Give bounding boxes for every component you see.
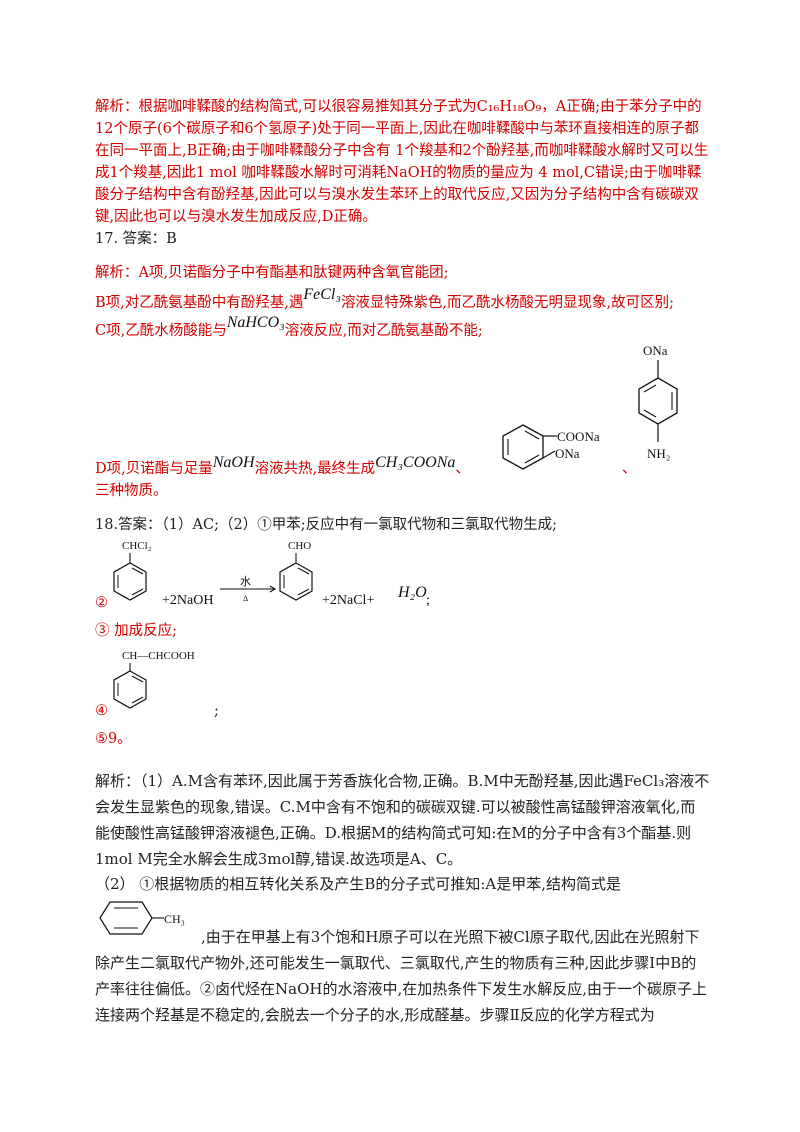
equation-end: ;	[426, 593, 430, 608]
analysis-17-c: C项,乙酰水杨酸能与NaHCO₃溶液反应,而对乙酰氨基酚不能;	[95, 314, 483, 342]
analysis-17-c-post: 溶液反应,而对乙酰氨基酚不能;	[284, 323, 483, 339]
sodium-salicylate-structure: COONa ONa	[502, 424, 600, 470]
reagent-label: +2NaOH	[162, 593, 213, 608]
ch3coona-formula: CH₃COONa	[375, 454, 456, 471]
reactant-group-label: CHCl₂	[122, 540, 152, 552]
arrow-above-label: 水	[240, 575, 251, 588]
arrow-below-label: Δ	[243, 594, 248, 603]
fecl3-formula: FeCl₃	[303, 286, 341, 303]
salicylate-group-2: ONa	[555, 446, 580, 461]
analysis-17-b-post: 溶液显特殊紫色,而乙酰水杨酸无明显现象,故可区别;	[340, 295, 675, 311]
analysis-18-part-2-intro: （2） ①根据物质的相互转化关系及产生B的分子式可推知:A是甲苯,结构简式是	[95, 875, 621, 893]
analysis-17-d-sep-2: 、	[622, 461, 637, 477]
sodium-aminophenoxide-structure: ONa NH₂	[638, 343, 678, 461]
nahco3-formula: NaHCO₃	[226, 314, 285, 331]
analysis-18-part-2: ,由于在甲基上有3个饱和H原子可以在光照下被Cl原子取代,因此在光照射下除产生二…	[95, 928, 707, 1024]
analysis-17-c-pre: C项,乙酰水杨酸能与	[95, 323, 227, 339]
water-formula: H₂O	[397, 584, 427, 601]
analysis-17-b: B项,对乙酰氨基酚中有酚羟基,遇FeCl₃溶液显特殊紫色,而乙酰水杨酸无明显现象…	[95, 286, 675, 314]
analysis-17-d-pre: D项,贝诺酯与足量	[95, 461, 213, 477]
analysis-17-b-pre: B项,对乙酰氨基酚中有酚羟基,遇	[95, 295, 304, 311]
analysis-17-d: D项,贝诺酯与足量NaOH溶液共热,最终生成CH₃COONa、	[95, 454, 470, 480]
toluene-structure: CH₃	[99, 901, 185, 935]
analysis-17-d-end: 三种物质。	[95, 483, 168, 499]
salicylate-group-1: COONa	[557, 429, 600, 444]
cinnamic-acid-structure: CH—CHCOOH	[113, 650, 195, 709]
analysis-17-d-sep: 、	[455, 461, 470, 477]
analysis-17-a: 解析：A项,贝诺酯分子中有酯基和肽键两种含氧官能团;	[95, 265, 449, 281]
analysis-paragraph-16: 解析：根据咖啡鞣酸的结构简式,可以很容易推知其分子式为C₁₆H₁₈O₉，A正确;…	[95, 99, 709, 225]
aminophenoxide-group-1: ONa	[643, 343, 668, 358]
aminophenoxide-group-2: NH₂	[647, 446, 670, 461]
answer-18-part-4-end: ;	[214, 703, 219, 719]
methyl-group: CH₃	[164, 912, 185, 926]
answer-18: 18.答案：（1）AC;（2）①甲苯;反应中有一氯取代物和三氯取代物生成;	[95, 517, 557, 533]
answer-17: 17. 答案：B	[95, 231, 177, 247]
equation-number: ②	[95, 595, 108, 611]
answer-18-part-3: ③ 加成反应;	[95, 623, 177, 639]
analysis-17-d-mid: 溶液共热,最终生成	[254, 461, 376, 477]
cinnamic-acid-group: CH—CHCOOH	[122, 650, 195, 662]
naoh-formula: NaOH	[212, 454, 255, 471]
hydrolysis-equation: CHCl₂ +2NaOH 水 Δ CHO +2NaCl+ H₂O ;	[113, 540, 430, 608]
products-label: +2NaCl+	[322, 593, 374, 608]
analysis-18-part-1: 解析：（1）A.M含有苯环,因此属于芳香族化合物,正确。B.M中无酚羟基,因此遇…	[95, 772, 710, 868]
product-group-label: CHO	[288, 540, 311, 552]
answer-18-part-5: ⑤9。	[95, 731, 132, 747]
answer-18-part-4-number: ④	[95, 703, 108, 719]
